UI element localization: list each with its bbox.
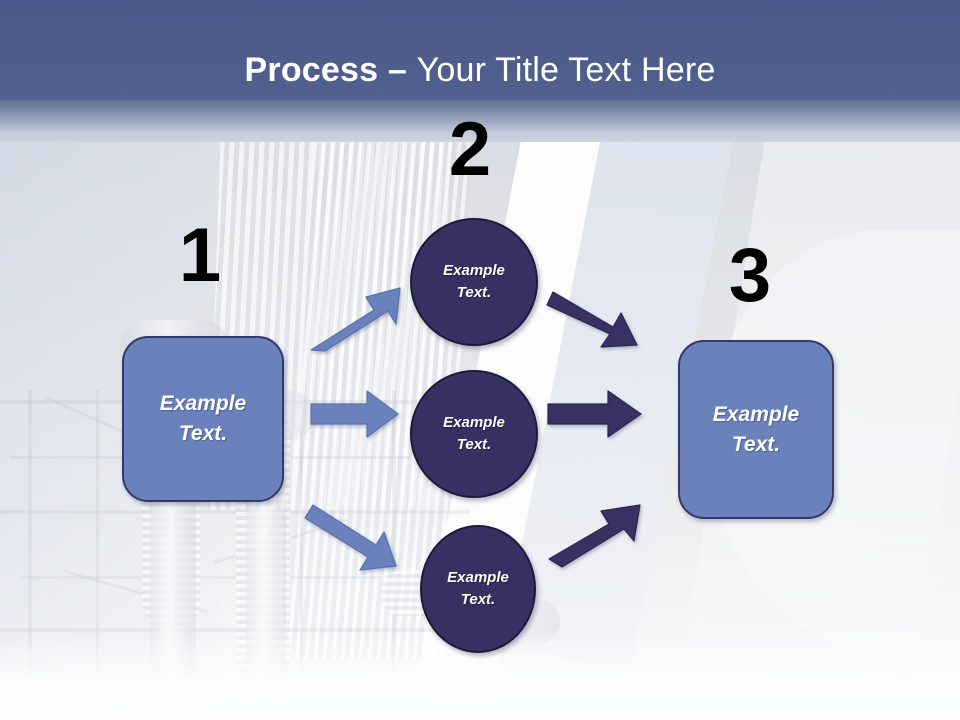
process-circle-middle-label: Example Text. bbox=[443, 414, 505, 453]
process-circle-top-label: Example Text. bbox=[443, 262, 505, 301]
process-circle-bottom-label: Example Text. bbox=[447, 569, 509, 608]
process-box-right[interactable]: Example Text. bbox=[678, 340, 834, 519]
process-box-left[interactable]: Example Text. bbox=[122, 336, 284, 502]
step-number-2: 2 bbox=[448, 107, 492, 192]
arrow-out-top bbox=[546, 291, 638, 348]
process-circle-bottom[interactable]: Example Text. bbox=[420, 525, 536, 653]
page-title-dash: – bbox=[378, 51, 417, 89]
page-title-rest: Your Title Text Here bbox=[416, 51, 716, 89]
arrow-out-bottom bbox=[548, 504, 641, 568]
arrow-in-top bbox=[310, 287, 401, 352]
process-circle-middle[interactable]: Example Text. bbox=[410, 370, 538, 498]
step-number-3: 3 bbox=[728, 233, 772, 318]
process-box-right-label: Example Text. bbox=[712, 402, 800, 456]
title-bar-solid bbox=[0, 0, 960, 100]
arrow-in-middle bbox=[310, 390, 399, 438]
page-title: Process – Your Title Text Here bbox=[0, 50, 960, 90]
arrow-in-bottom bbox=[304, 504, 397, 571]
process-circle-top[interactable]: Example Text. bbox=[410, 218, 538, 346]
page-title-strong: Process bbox=[244, 51, 379, 89]
arrow-out-middle bbox=[547, 390, 642, 438]
title-bar: Process – Your Title Text Here bbox=[0, 0, 960, 142]
step-number-1: 1 bbox=[178, 213, 222, 298]
process-box-left-label: Example Text. bbox=[159, 392, 247, 445]
